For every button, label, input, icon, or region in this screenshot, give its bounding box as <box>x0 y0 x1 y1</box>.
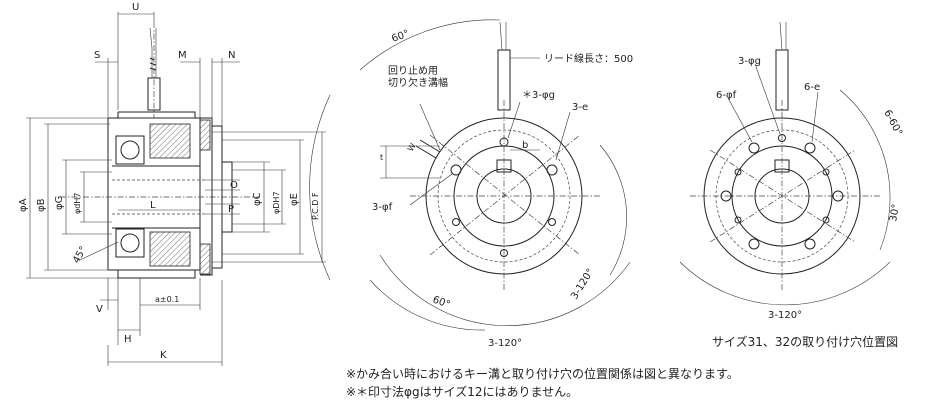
front-angle-60-bottom: 60° <box>431 294 451 310</box>
stopper-note-line1: 回り止め用 <box>388 65 438 77</box>
dim-u: U <box>132 2 139 13</box>
dim-h: H <box>124 334 132 345</box>
dim-phi-d-h7: φDH7 <box>272 191 281 214</box>
dim-k: K <box>160 350 167 361</box>
lead-length-label: リード線長さ：500 <box>544 52 633 65</box>
dim-v: V <box>96 304 103 315</box>
dim-phi-e: φE <box>289 193 300 206</box>
size31-view: 3-φg 6-φf 6-e 6-60° 30° 3-120° サイズ31、32の… <box>679 21 904 349</box>
front-angle-60-top: 60° <box>390 28 410 44</box>
dim-phi-b: φB <box>36 198 47 212</box>
star-hole-label: ＊3-φg <box>522 90 555 101</box>
dim-phi-a: φA <box>18 198 29 212</box>
dim-p: P <box>228 204 234 215</box>
size31-holes-f-label: 6-φf <box>716 90 737 101</box>
size31-holes-e-label: 6-e <box>804 82 820 93</box>
notch-w-label: W <box>406 142 418 153</box>
holes-f-label: 3-φf <box>372 202 393 213</box>
dim-phi-d: φdH7 <box>73 193 82 214</box>
size31-angle-30: 30° <box>888 203 902 222</box>
dim-a-tolerance: a±0.1 <box>155 295 179 304</box>
front-angle-3x120-bottom: 3-120° <box>488 338 522 349</box>
dim-pcd-f: P.C.D F <box>311 192 320 220</box>
size31-angle-3x120: 3-120° <box>768 310 802 321</box>
dim-angle-45: 45° <box>71 245 89 266</box>
stopper-note-line2: 切り欠き溝幅 <box>388 76 448 89</box>
side-view: U S M N φA φB φG φdH7 L O P φC φDH7 φE P… <box>18 2 326 366</box>
size31-holes-g-label: 3-φg <box>738 56 761 67</box>
size31-angle-6x60: 6-60° <box>881 108 904 138</box>
dim-phi-g: φG <box>54 196 65 210</box>
size31-caption: サイズ31、32の取り付け穴位置図 <box>712 334 898 349</box>
note-line-1: ※かみ合い時におけるキー溝と取り付け穴の位置関係は図と異なります。 <box>346 366 739 381</box>
front-angle-3x120-side: 3-120° <box>569 267 596 302</box>
front-view: 60° 回り止め用 切り欠き溝幅 リード線長さ：500 ＊3-φg 3-e W … <box>309 19 633 349</box>
holes-e-label: 3-e <box>572 102 588 113</box>
dim-phi-c: φC <box>252 192 263 206</box>
dim-l: L <box>150 200 156 211</box>
keyway-b-label: b <box>522 140 528 151</box>
dim-n: N <box>228 50 235 61</box>
dim-s: S <box>94 50 100 61</box>
note-line-2: ※＊印寸法φgはサイズ12にはありません。 <box>346 384 578 399</box>
dim-m: M <box>178 50 187 61</box>
dim-o: O <box>230 180 238 191</box>
notch-t-label: t <box>380 153 383 162</box>
